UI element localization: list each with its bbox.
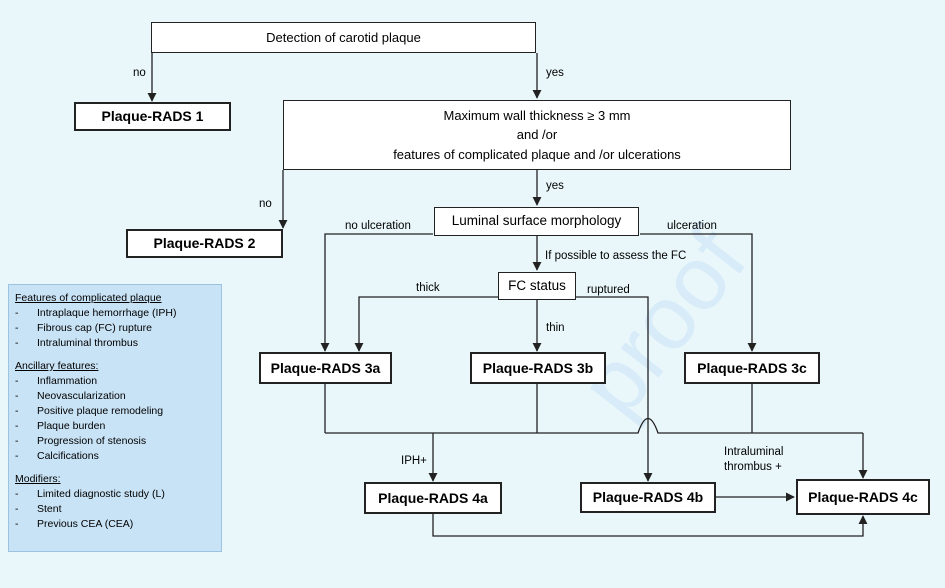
plaque-rads-1-label: Plaque-RADS 1 <box>101 108 204 124</box>
legend-modifiers-title: Modifiers: <box>15 473 61 485</box>
legend-item: Limited diagnostic study (L) <box>15 487 215 502</box>
luminal-surface-box: Luminal surface morphology <box>434 207 639 236</box>
legend-panel: Features of complicated plaque Intraplaq… <box>8 284 222 552</box>
legend-item: Previous CEA (CEA) <box>15 517 215 532</box>
plaque-rads-4a-box: Plaque-RADS 4a <box>364 482 502 514</box>
legend-item: Fibrous cap (FC) rupture <box>15 321 215 336</box>
fc-status-box: FC status <box>498 272 576 300</box>
luminal-surface-text: Luminal surface morphology <box>451 213 622 229</box>
legend-item: Inflammation <box>15 374 215 389</box>
edge-label-ulceration: ulceration <box>667 220 717 232</box>
legend-item: Progression of stenosis <box>15 434 215 449</box>
plaque-rads-3c-box: Plaque-RADS 3c <box>684 352 820 384</box>
plaque-rads-3b-box: Plaque-RADS 3b <box>470 352 606 384</box>
edge-label-yes-1: yes <box>546 67 564 79</box>
plaque-rads-2-label: Plaque-RADS 2 <box>153 235 256 251</box>
plaque-rads-3a-label: Plaque-RADS 3a <box>270 359 381 376</box>
edge-label-thick: thick <box>416 282 440 294</box>
wall-thickness-box: Maximum wall thickness ≥ 3 mm and /or fe… <box>283 100 791 170</box>
edge-label-iph: IPH+ <box>401 455 427 467</box>
edge-ulceration <box>640 233 757 352</box>
edge-label-thin: thin <box>546 322 565 334</box>
plaque-rads-4b-box: Plaque-RADS 4b <box>580 482 716 513</box>
detection-text: Detection of carotid plaque <box>266 29 421 45</box>
edge-label-if-possible: If possible to assess the FC <box>545 250 687 262</box>
edge-thick <box>354 296 498 352</box>
wall-text-line2: and /or <box>516 127 558 143</box>
edge-label-yes-2: yes <box>546 180 564 192</box>
plaque-rads-4c-box: Plaque-RADS 4c <box>796 479 930 515</box>
detection-box: Detection of carotid plaque <box>151 22 536 53</box>
legend-item: Calcifications <box>15 449 215 464</box>
edge-no-ulceration <box>320 233 433 352</box>
wall-text-line1: Maximum wall thickness ≥ 3 mm <box>443 107 631 123</box>
legend-ancillary-title: Ancillary features: <box>15 360 99 372</box>
plaque-rads-4b-label: Plaque-RADS 4b <box>592 489 704 505</box>
legend-item: Plaque burden <box>15 419 215 434</box>
edge-label-ruptured: ruptured <box>587 284 630 296</box>
plaque-rads-3c-label: Plaque-RADS 3c <box>697 359 807 376</box>
legend-item: Intraluminal thrombus <box>15 336 215 351</box>
edge-label-no-2: no <box>259 198 272 210</box>
edge-label-no-ulceration: no ulceration <box>345 220 411 232</box>
edge-4a-4c-bottom <box>432 514 868 537</box>
edge-ruptured <box>576 296 653 482</box>
edge-label-thrombus-2: thrombus + <box>724 461 782 473</box>
edge-3ab-horizontal <box>325 417 863 434</box>
legend-item: Intraplaque hemorrhage (IPH) <box>15 306 215 321</box>
plaque-rads-4c-label: Plaque-RADS 4c <box>808 488 918 505</box>
plaque-rads-2-box: Plaque-RADS 2 <box>126 229 283 258</box>
legend-complicated-title: Features of complicated plaque <box>15 292 162 304</box>
legend-item: Neovascularization <box>15 389 215 404</box>
plaque-rads-3a-box: Plaque-RADS 3a <box>259 352 392 384</box>
plaque-rads-3b-label: Plaque-RADS 3b <box>482 359 594 376</box>
edge-label-thrombus-1: Intraluminal <box>724 446 784 458</box>
legend-item: Stent <box>15 502 215 517</box>
wall-text-line3: features of complicated plaque and /or u… <box>393 146 681 162</box>
legend-item: Positive plaque remodeling <box>15 404 215 419</box>
plaque-rads-4a-label: Plaque-RADS 4a <box>378 489 488 506</box>
fc-status-text: FC status <box>508 277 566 293</box>
plaque-rads-1-box: Plaque-RADS 1 <box>74 102 231 131</box>
edge-label-no-1: no <box>133 67 146 79</box>
